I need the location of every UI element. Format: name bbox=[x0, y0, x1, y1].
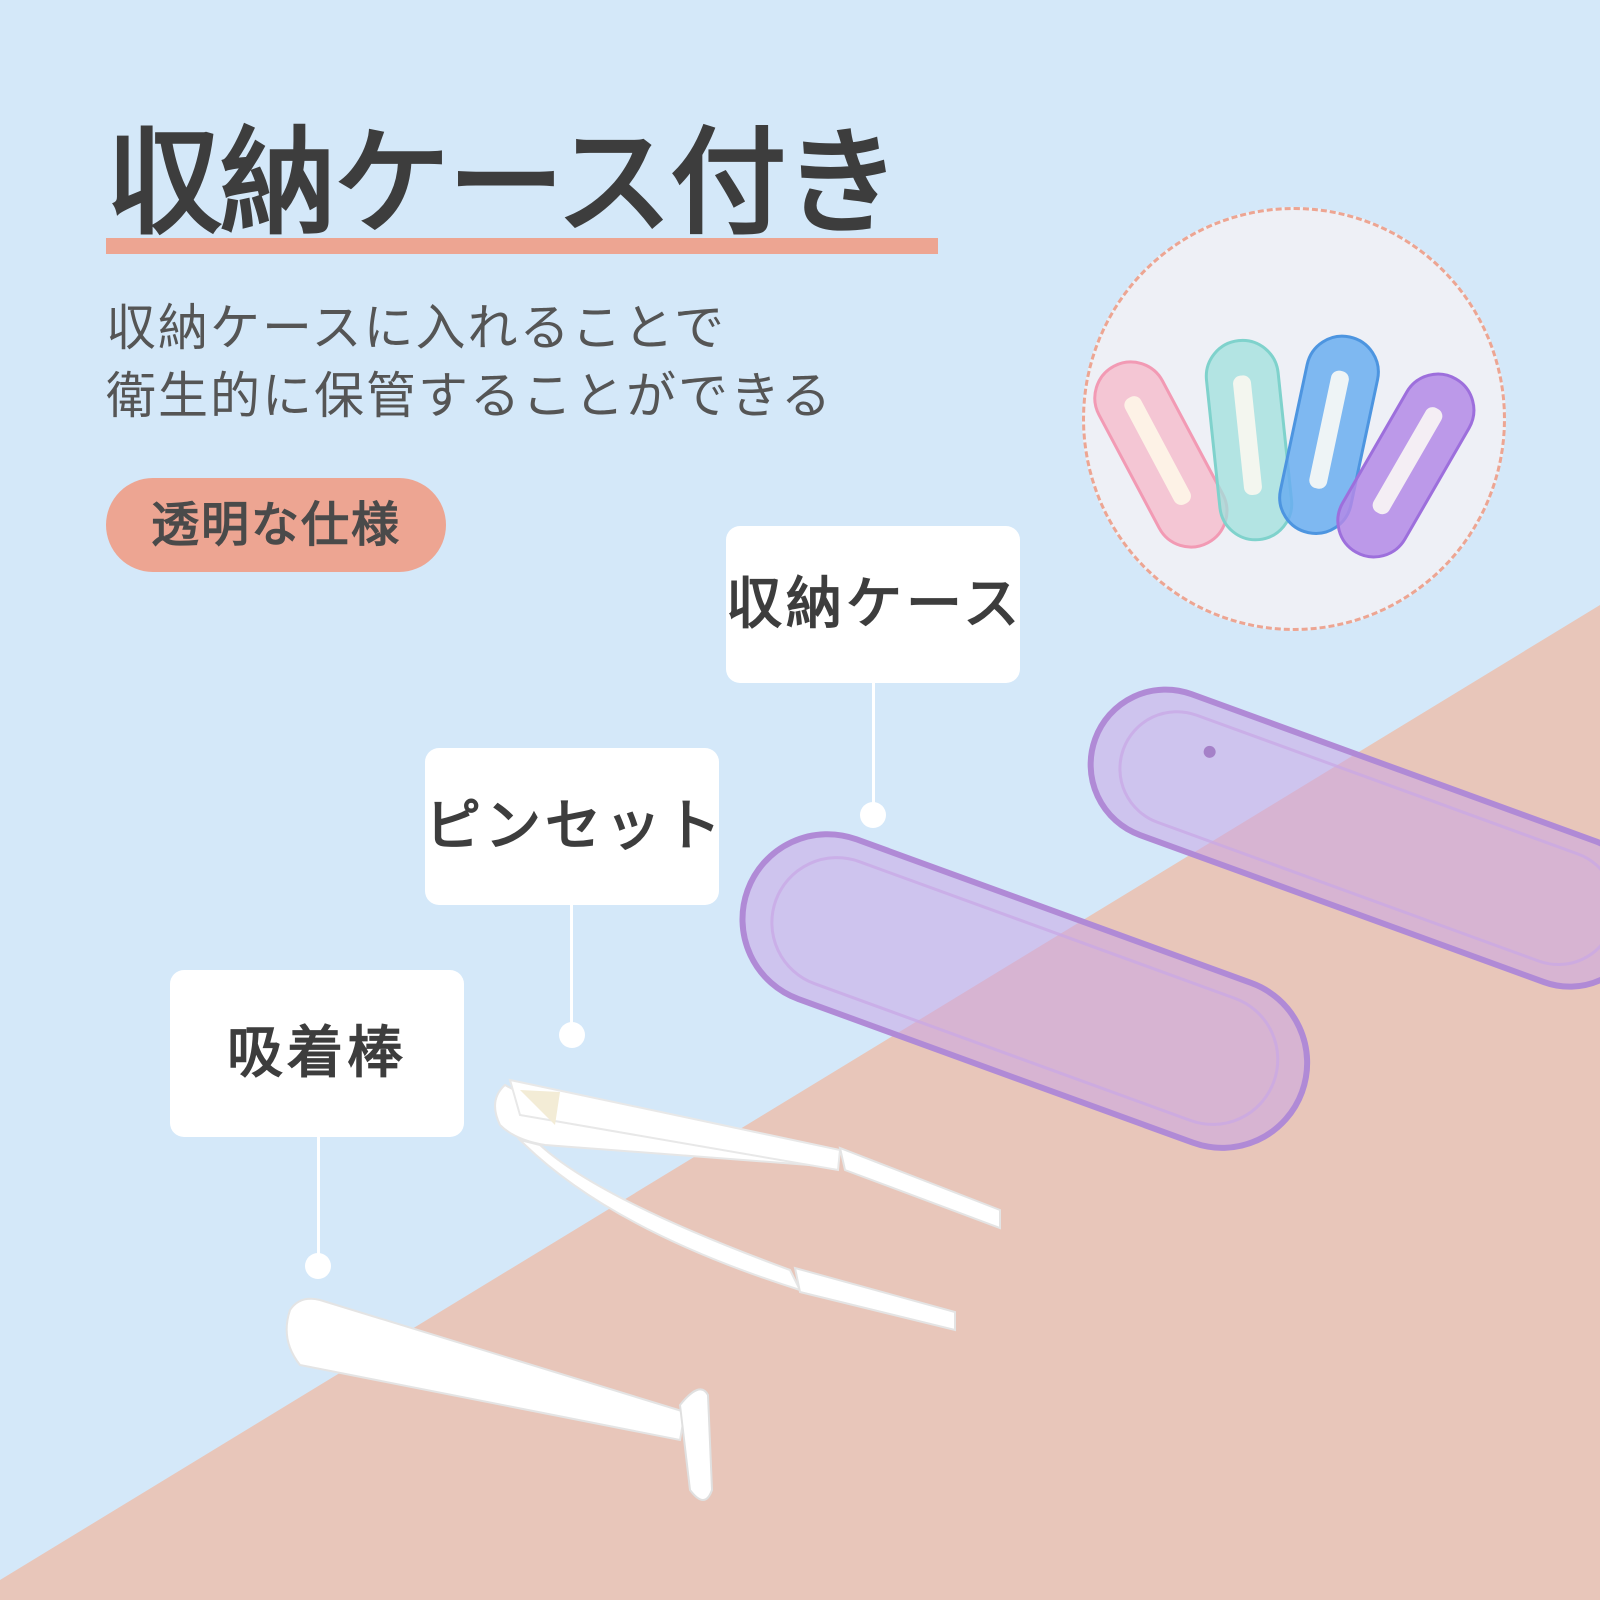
inset-case-purple bbox=[1336, 372, 1476, 559]
tweezers-leader-line bbox=[570, 905, 573, 1035]
storage-case-back bbox=[1087, 686, 1600, 990]
tweezers-label: ピンセット bbox=[425, 748, 721, 905]
tweezers-leader-dot bbox=[559, 1022, 585, 1048]
case-label: 収納ケース bbox=[726, 526, 1020, 683]
storage-case-front bbox=[739, 831, 1311, 1151]
case-leader-line bbox=[872, 683, 875, 813]
description-line-1: 収納ケースに入れることで bbox=[106, 299, 726, 357]
case-leader-dot bbox=[860, 802, 886, 828]
description-line-2: 衛生的に保管することができる bbox=[106, 367, 833, 425]
headline-underline bbox=[106, 238, 938, 254]
suction-stick-leader-dot bbox=[305, 1253, 331, 1279]
suction-stick-label: 吸着棒 bbox=[170, 970, 464, 1137]
tweezers bbox=[494, 1078, 1001, 1332]
inset-case-pink bbox=[1093, 360, 1229, 549]
suction-stick-leader-line bbox=[317, 1137, 320, 1265]
headline: 収納ケース付き bbox=[106, 116, 900, 251]
feature-badge: 透明な仕様 bbox=[106, 478, 446, 572]
suction-stick bbox=[285, 1297, 714, 1501]
color-variants-inset bbox=[1082, 207, 1506, 631]
inset-case-mint bbox=[1204, 338, 1294, 542]
